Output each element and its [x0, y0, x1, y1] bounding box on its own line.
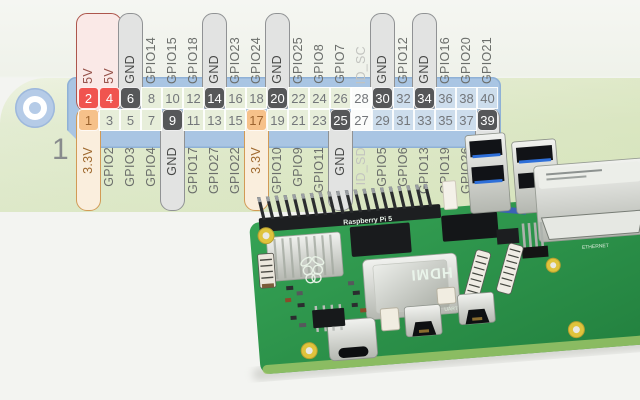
pin-label-bottom-3: GPIO2 — [102, 147, 116, 187]
pin-cell-13: 13 — [204, 109, 225, 131]
pin-label-top-26: GPIO7 — [333, 44, 347, 84]
pin-label-top-4: 5V — [102, 68, 116, 84]
camera-connector — [257, 252, 277, 289]
pin-label-top-40: GPIO21 — [480, 37, 494, 84]
pin-cell-35: 35 — [435, 109, 456, 131]
pin-label-top-36: GPIO16 — [438, 37, 452, 84]
pin-cell-37: 37 — [456, 109, 477, 131]
pin-cell-25: 25 — [330, 109, 351, 131]
pin-label-top-18: GPIO24 — [249, 37, 263, 84]
pin-cell-10: 10 — [162, 87, 183, 109]
pin-cell-14: 14 — [204, 87, 225, 109]
silkscreen-title: Raspberry Pi 5 — [343, 216, 393, 227]
fan-connector — [379, 307, 401, 332]
ethernet-port — [533, 157, 640, 243]
pin-cell-11: 11 — [183, 109, 204, 131]
pin-label-top-12: GPIO18 — [186, 37, 200, 84]
pin-cell-29: 29 — [372, 109, 393, 131]
gpio-header-base — [258, 204, 442, 233]
silkscreen-hdmi: HDMI — [410, 263, 454, 283]
pin-cell-31: 31 — [393, 109, 414, 131]
ram-chip — [349, 222, 412, 257]
pin-label-bottom-13: GPIO27 — [207, 147, 221, 194]
pin-cell-18: 18 — [246, 87, 267, 109]
uart-connector — [436, 286, 457, 305]
pcb-edge — [262, 335, 640, 375]
pin-label-top-2: 5V — [81, 68, 95, 84]
pin-cell-3: 3 — [99, 109, 120, 131]
soic-chip — [312, 304, 346, 333]
pin-cell-24: 24 — [309, 87, 330, 109]
pin-label-bottom-9: GND — [165, 147, 179, 176]
pin-label-top-30: GND — [375, 55, 389, 84]
pin-label-top-32: GPIO12 — [396, 37, 410, 84]
pin-cell-17: 17 — [246, 109, 267, 131]
pin-cell-15: 15 — [225, 109, 246, 131]
pin-cell-8: 8 — [141, 87, 162, 109]
pin-cell-19: 19 — [267, 109, 288, 131]
pin-label-bottom-5: GPIO3 — [123, 147, 137, 187]
io-controller-chip — [441, 211, 499, 242]
pin-cell-16: 16 — [225, 87, 246, 109]
pin-label-top-8: GPIO14 — [144, 37, 158, 84]
small-chip — [496, 227, 520, 245]
raspberry-pi-photo: Raspberry Pi 5 — [249, 132, 640, 381]
pin-cell-26: 26 — [330, 87, 351, 109]
mounting-holes — [257, 227, 585, 360]
standoff-connector — [441, 180, 458, 211]
pin-cell-21: 21 — [288, 109, 309, 131]
raspberry-logo-icon — [300, 256, 325, 284]
usb-c-port — [326, 317, 378, 362]
pin-label-top-28: ID_SC — [354, 45, 368, 84]
pin-cell-40: 40 — [477, 87, 498, 109]
first-pin-marker: 1 — [52, 133, 69, 166]
pin-label-top-20: GND — [270, 55, 284, 84]
pin-cell-20: 20 — [267, 87, 288, 109]
pin-label-bottom-7: GPIO4 — [144, 147, 158, 187]
pin-cell-30: 30 — [372, 87, 393, 109]
pin-cell-33: 33 — [414, 109, 435, 131]
pin-label-top-22: GPIO25 — [291, 37, 305, 84]
silkscreen-uart: UART — [444, 306, 458, 313]
micro-hdmi-port-0 — [403, 304, 443, 338]
pin-label-top-6: GND — [123, 55, 137, 84]
pin-cell-23: 23 — [309, 109, 330, 131]
pin-cell-4: 4 — [99, 87, 120, 109]
usb-ports — [464, 132, 562, 215]
heatsink — [266, 231, 344, 282]
pin-label-top-34: GND — [417, 55, 431, 84]
pin-cell-9: 9 — [162, 109, 183, 131]
pin-cell-1: 1 — [78, 109, 99, 131]
silkscreen-ethernet: ETHERNET — [582, 243, 609, 251]
gpio-pins — [257, 183, 433, 220]
pin-cell-12: 12 — [183, 87, 204, 109]
soc-chip — [362, 252, 461, 321]
pin-cell-6: 6 — [120, 87, 141, 109]
pin-cell-34: 34 — [414, 87, 435, 109]
pin-cell-36: 36 — [435, 87, 456, 109]
passive-components — [285, 280, 367, 328]
pin-cell-28: 28 — [351, 87, 372, 109]
pin-cell-2: 2 — [78, 87, 99, 109]
pin-label-top-14: GND — [207, 55, 221, 84]
pin-cell-27: 27 — [351, 109, 372, 131]
mounting-hole-ring-icon — [23, 96, 47, 120]
pin-label-bottom-1: 3.3V — [81, 147, 95, 174]
pin-label-top-16: GPIO23 — [228, 37, 242, 84]
pin-label-top-24: GPIO8 — [312, 44, 326, 84]
pin-cell-7: 7 — [141, 109, 162, 131]
micro-hdmi-port-1 — [457, 291, 496, 325]
pin-cell-39: 39 — [477, 109, 498, 131]
pin-label-bottom-11: GPIO17 — [186, 147, 200, 194]
pin-cell-38: 38 — [456, 87, 477, 109]
pin-cell-5: 5 — [120, 109, 141, 131]
pin-label-top-10: GPIO15 — [165, 37, 179, 84]
poe-header — [521, 221, 549, 259]
pin-cell-22: 22 — [288, 87, 309, 109]
fpc-connectors — [463, 242, 524, 302]
pin-label-top-38: GPIO20 — [459, 37, 473, 84]
pin-cell-32: 32 — [393, 87, 414, 109]
